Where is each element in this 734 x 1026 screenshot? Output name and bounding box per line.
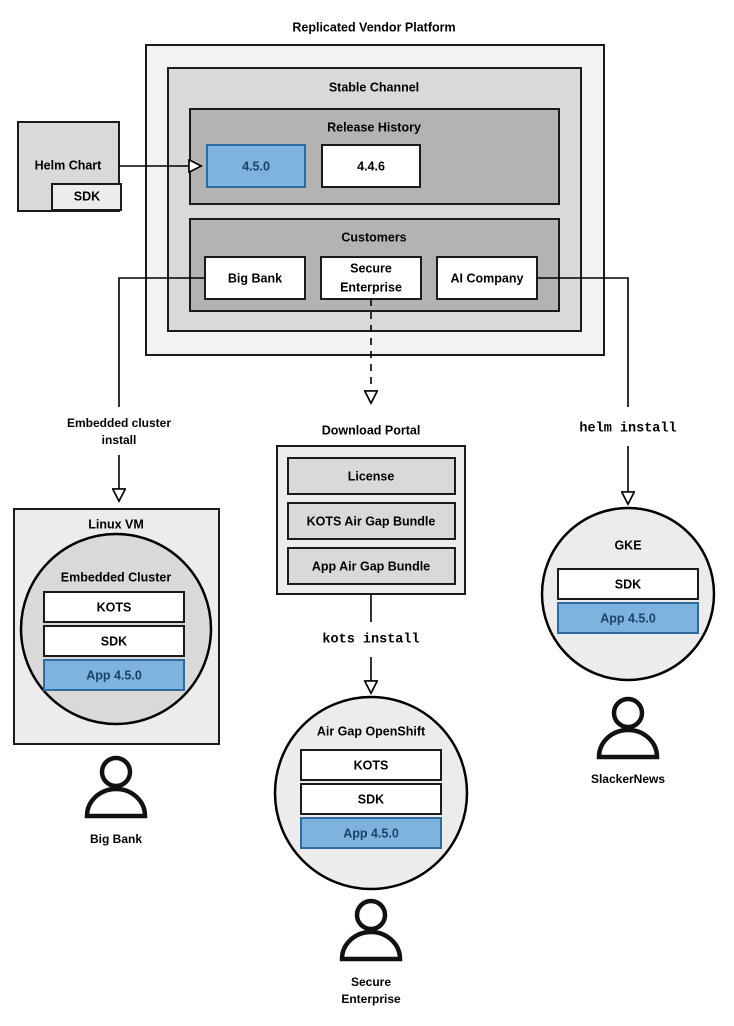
openshift-app-label: App 4.5.0 [343,826,399,840]
download-portal-kots-airgap-box[interactable] [287,502,456,540]
air-gap-openshift-label: Air Gap OpenShift [317,724,426,738]
linux-vm-sdk-label: SDK [101,634,127,648]
embedded-cluster-label: Embedded Cluster [61,570,172,584]
page-title: Replicated Vendor Platform [292,20,455,34]
download-portal-app-airgap-box[interactable] [287,547,456,585]
actor-label-big-bank: Big Bank [90,832,142,846]
download-portal-license-label: License [348,469,395,483]
download-portal-app-airgap-label: App Air Gap Bundle [312,559,430,573]
actor-label-secure-enterprise-line2: Enterprise [341,992,401,1006]
openshift-app-box[interactable] [300,817,442,849]
gke-app-box[interactable] [557,602,699,634]
openshift-kots-box[interactable] [300,749,442,781]
download-portal-label: Download Portal [322,423,421,437]
download-portal-kots-airgap-label: KOTS Air Gap Bundle [307,514,436,528]
customer-ai-company-label: AI Company [451,271,524,285]
actor-label-secure-enterprise-line1: Secure [351,975,391,989]
target-linux-vm: Linux VM Embedded Cluster KOTS SDK App 4… [13,508,220,846]
edge-label-embedded-install-line2: install [102,433,137,447]
openshift-kots-label: KOTS [354,758,389,772]
release-4-5-0-box[interactable] [206,144,306,188]
release-4-4-6-box[interactable] [321,144,421,188]
customer-big-bank-label: Big Bank [228,271,282,285]
edge-big-bank-to-embedded [118,277,205,407]
linux-vm-kots-label: KOTS [97,600,132,614]
helm-chart-label: Helm Chart [35,158,103,172]
person-icon-secure-enterprise [339,898,403,962]
download-portal-license-box[interactable] [287,457,456,495]
gke-sdk-box[interactable] [557,568,699,600]
gke-label: GKE [614,538,641,552]
customer-secure-enterprise-box[interactable] [320,256,422,300]
edge-label-kots-install: kots install [322,633,419,648]
target-gke: GKE SDK App 4.5.0 SlackerNews [540,506,716,786]
customer-big-bank-box[interactable] [204,256,306,300]
release-4-5-0-label: 4.5.0 [242,159,270,173]
release-4-4-6-label: 4.4.6 [357,159,385,173]
edge-label-embedded-install-line1: Embedded cluster [67,416,171,430]
gke-app-label: App 4.5.0 [600,611,656,625]
linux-vm-label: Linux VM [88,517,144,531]
linux-vm-app-label: App 4.5.0 [86,668,142,682]
helm-chart-sdk-box[interactable] [51,183,122,211]
person-icon-slackernews [596,696,660,760]
openshift-sdk-label: SDK [358,792,384,806]
gke-sdk-label: SDK [615,577,641,591]
customers-label: Customers [341,230,406,244]
person-icon-big-bank [84,755,148,819]
customer-secure-enterprise-label-line1: Secure [350,261,392,275]
customer-secure-enterprise-label-line2: Enterprise [340,280,402,294]
target-air-gap-openshift: Air Gap OpenShift KOTS SDK App 4.5.0 Sec… [273,695,469,1006]
actor-label-slackernews: SlackerNews [591,772,665,786]
edge-ai-company-to-gke [537,277,629,407]
helm-chart-sdk-label: SDK [74,189,100,203]
linux-vm-kots-box[interactable] [43,591,185,623]
linux-vm-sdk-box[interactable] [43,625,185,657]
linux-vm-app-box[interactable] [43,659,185,691]
openshift-sdk-box[interactable] [300,783,442,815]
customer-ai-company-box[interactable] [436,256,538,300]
stable-channel-label: Stable Channel [329,80,419,94]
edge-label-helm-install: helm install [579,422,676,437]
release-history-label: Release History [327,120,421,134]
